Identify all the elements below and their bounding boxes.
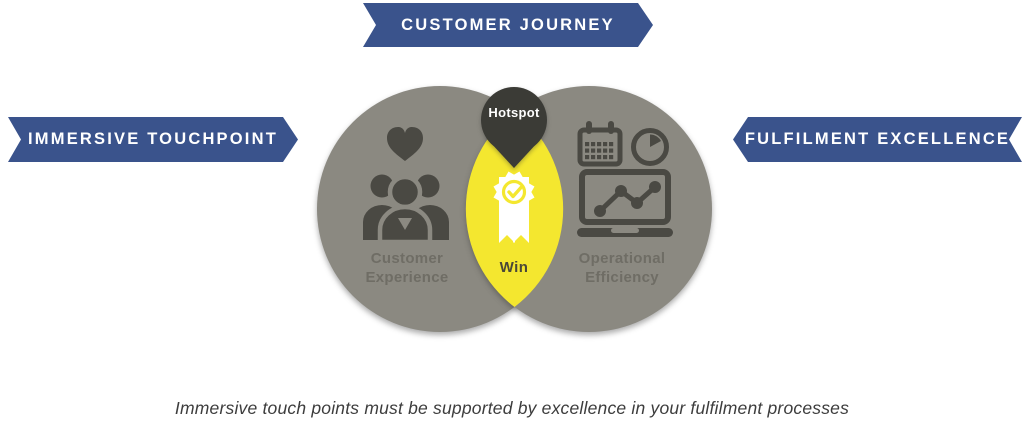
clock-icon xyxy=(631,128,669,166)
operational-efficiency-line1: Operational xyxy=(579,250,666,267)
banner-immersive-touchpoint: IMMERSIVE TOUCHPOINT xyxy=(8,117,298,162)
banner-fulfilment-excellence: FULFILMENT EXCELLENCE xyxy=(733,117,1022,162)
customer-experience-line1: Customer xyxy=(371,250,443,267)
banner-fulfilment-excellence-label: FULFILMENT EXCELLENCE xyxy=(744,130,1011,148)
operational-efficiency-line2: Efficiency xyxy=(585,269,659,286)
customer-experience-label: Customer Experience xyxy=(365,250,448,286)
operational-efficiency-label: Operational Efficiency xyxy=(579,250,666,286)
people-group-icon xyxy=(363,174,449,245)
hotspot-pin xyxy=(481,87,547,168)
hotspot-pin-label: Hotspot xyxy=(488,105,540,120)
banner-immersive-touchpoint-label: IMMERSIVE TOUCHPOINT xyxy=(28,130,278,148)
banner-customer-journey: CUSTOMER JOURNEY xyxy=(363,3,653,47)
win-label: Win xyxy=(500,259,529,276)
customer-experience-line2: Experience xyxy=(365,269,448,286)
banner-customer-journey-label: CUSTOMER JOURNEY xyxy=(401,15,615,34)
collar-notch xyxy=(398,218,412,230)
laptop-chart-icon xyxy=(577,169,673,237)
calendar-icon xyxy=(577,121,623,167)
award-ribbon-icon xyxy=(493,171,535,243)
heart-icon xyxy=(387,127,423,161)
caption: Immersive touch points must be supported… xyxy=(174,398,850,418)
